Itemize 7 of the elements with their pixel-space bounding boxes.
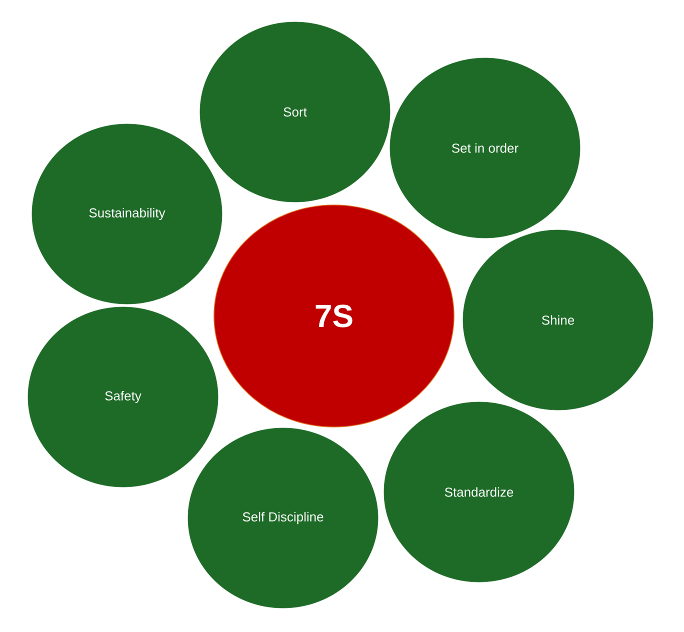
circle-node: Set in order: [390, 58, 580, 238]
circle-node: Shine: [462, 230, 654, 410]
circle-node: Standardize: [384, 402, 574, 582]
circle-node: Safety: [28, 306, 218, 488]
circle-node: Sort: [200, 22, 390, 202]
circle-node: Self Discipline: [188, 428, 378, 608]
circle-node: Sustainability: [32, 124, 222, 304]
